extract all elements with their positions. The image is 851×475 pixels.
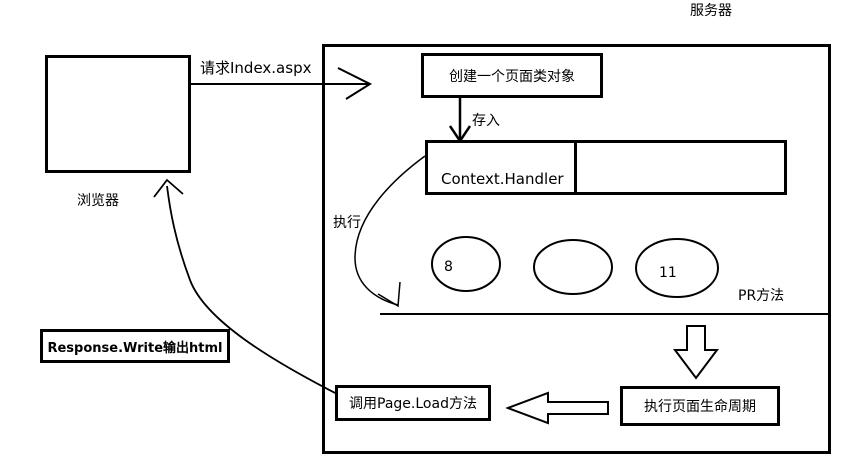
create-page-box: 创建一个页面类对象 xyxy=(421,53,603,98)
execute-label: 执行 xyxy=(333,215,361,231)
response-write-box: Response.Write输出html xyxy=(40,329,230,363)
circle-11 xyxy=(635,238,719,298)
circle-empty xyxy=(533,239,613,295)
hollow-down-arrow xyxy=(673,325,719,380)
page-lifecycle-box: 执行页面生命周期 xyxy=(620,386,780,426)
browser-box xyxy=(45,55,191,173)
response-curve xyxy=(166,185,344,398)
context-handler-box: Context.Handler xyxy=(425,140,787,195)
pr-method-label: PR方法 xyxy=(738,288,785,304)
response-arrow-head xyxy=(153,178,184,198)
response-write-label: Response.Write输出html xyxy=(47,340,223,356)
context-handler-divider xyxy=(574,140,577,195)
hollow-left-arrow xyxy=(505,391,609,425)
circle-11-label: 11 xyxy=(659,265,677,281)
execute-arrow-head xyxy=(377,281,401,308)
page-load-box: 调用Page.Load方法 xyxy=(335,385,491,421)
circle-8 xyxy=(431,236,501,292)
circle-8-label: 8 xyxy=(444,259,453,275)
request-label: 请求Index.aspx xyxy=(200,59,312,77)
server-label: 服务器 xyxy=(690,3,732,19)
execute-curve xyxy=(354,155,426,306)
request-arrow-head xyxy=(337,67,373,100)
page-load-label: 调用Page.Load方法 xyxy=(349,396,477,412)
page-lifecycle-label: 执行页面生命周期 xyxy=(644,399,756,415)
create-page-label: 创建一个页面类对象 xyxy=(449,68,575,85)
store-label: 存入 xyxy=(472,113,500,129)
server-box xyxy=(322,44,831,454)
context-handler-label: Context.Handler xyxy=(441,170,564,188)
browser-label: 浏览器 xyxy=(77,193,119,209)
